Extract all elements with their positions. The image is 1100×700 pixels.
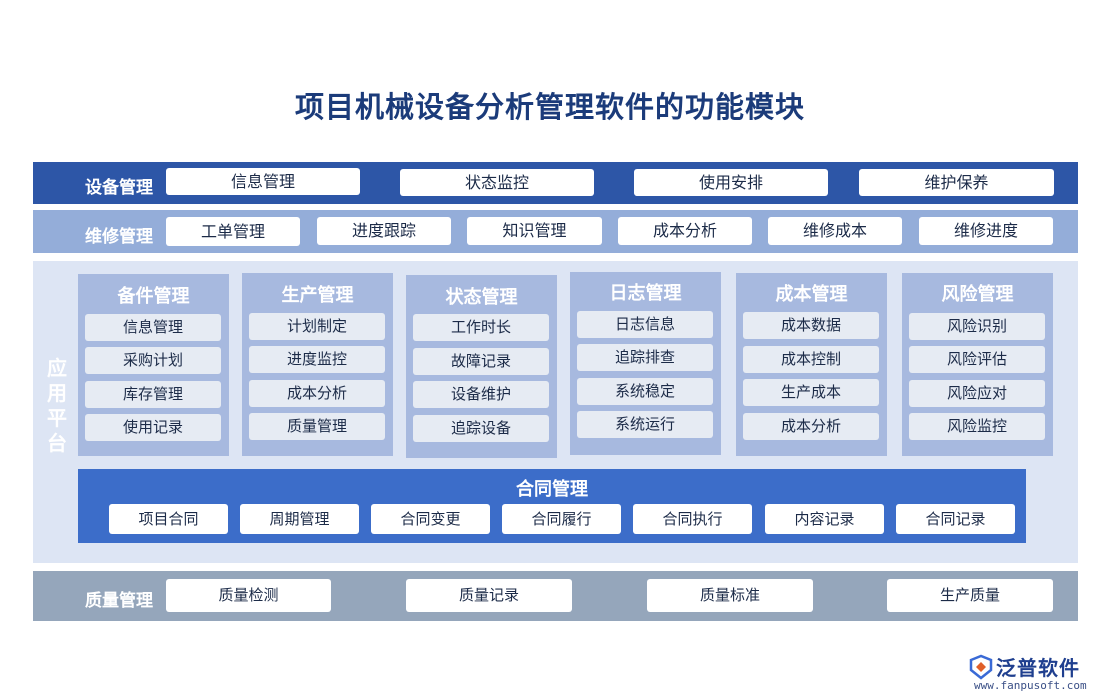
quality-item-1: 质量检测 [166,579,331,612]
app-platform-label-char: 用 [47,381,67,405]
page-title: 项目机械设备分析管理软件的功能模块 [294,90,805,124]
module-title: 备件管理 [117,286,190,307]
contract-item: 内容记录 [765,504,884,534]
brand-logo-icon [969,654,993,680]
maintenance-item-1: 工单管理 [166,217,300,246]
module-item: 故障记录 [413,348,549,375]
module-title: 日志管理 [609,283,682,304]
maintenance-item-4: 成本分析 [618,217,752,245]
module-spare-parts: 备件管理 信息管理 采购计划 库存管理 使用记录 [78,274,229,456]
module-item: 成本数据 [743,312,879,339]
app-platform-label-char: 平 [47,406,67,430]
module-title: 风险管理 [941,284,1014,305]
quality-item-3: 质量标准 [647,579,813,612]
contract-item: 合同履行 [502,504,621,534]
module-item: 风险评估 [909,346,1045,373]
brand-logo-url: www.fanpusoft.com [974,679,1087,692]
module-item: 生产成本 [743,379,879,406]
quality-item-2: 质量记录 [406,579,572,612]
module-item: 追踪设备 [413,415,549,442]
contract-band: 合同管理 项目合同 周期管理 合同变更 合同履行 合同执行 内容记录 合同记录 [78,469,1026,543]
module-title: 成本管理 [775,284,848,305]
module-item: 库存管理 [85,381,221,408]
module-item: 质量管理 [249,413,385,440]
quality-band-label: 质量管理 [85,591,153,611]
brand-logo: 泛普软件 www.fanpusoft.com [968,652,1096,696]
equipment-item-4: 维护保养 [859,169,1054,196]
module-title: 生产管理 [281,285,354,306]
module-item: 采购计划 [85,347,221,374]
module-risk: 风险管理 风险识别 风险评估 风险应对 风险监控 [902,273,1053,456]
maintenance-band: 维修管理 工单管理 进度跟踪 知识管理 成本分析 维修成本 维修进度 [33,210,1078,253]
module-log: 日志管理 日志信息 追踪排查 系统稳定 系统运行 [570,272,721,455]
contract-item: 合同执行 [633,504,752,534]
module-item: 成本控制 [743,346,879,373]
contract-item: 项目合同 [109,504,228,534]
module-item: 风险监控 [909,413,1045,440]
module-title: 状态管理 [445,287,518,308]
module-item: 设备维护 [413,381,549,408]
module-item: 成本分析 [743,413,879,440]
maintenance-item-3: 知识管理 [467,217,602,245]
equipment-band: 设备管理 信息管理 状态监控 使用安排 维护保养 [33,162,1078,204]
module-production: 生产管理 计划制定 进度监控 成本分析 质量管理 [242,273,393,456]
module-status: 状态管理 工作时长 故障记录 设备维护 追踪设备 [406,275,557,458]
contract-item: 周期管理 [240,504,359,534]
equipment-item-3: 使用安排 [634,169,828,196]
app-platform-label: 应 用 平 台 [44,356,70,456]
maintenance-item-5: 维修成本 [768,217,902,245]
equipment-item-2: 状态监控 [400,169,594,196]
module-item: 信息管理 [85,314,221,341]
module-item: 工作时长 [413,314,549,341]
module-item: 风险应对 [909,380,1045,407]
maintenance-item-2: 进度跟踪 [317,217,451,245]
contract-item: 合同变更 [371,504,490,534]
module-item: 系统运行 [577,411,713,438]
brand-logo-name: 泛普软件 [996,656,1080,680]
maintenance-band-label: 维修管理 [85,227,153,247]
module-item: 系统稳定 [577,378,713,405]
equipment-item-1: 信息管理 [166,168,360,195]
module-item: 使用记录 [85,414,221,441]
module-item: 风险识别 [909,313,1045,340]
module-item: 成本分析 [249,380,385,407]
app-platform-label-char: 台 [47,431,67,455]
module-item: 进度监控 [249,346,385,373]
quality-item-4: 生产质量 [887,579,1053,612]
equipment-band-label: 设备管理 [85,178,153,198]
module-item: 日志信息 [577,311,713,338]
quality-band: 质量管理 质量检测 质量记录 质量标准 生产质量 [33,571,1078,621]
contract-item: 合同记录 [896,504,1015,534]
module-item: 计划制定 [249,313,385,340]
contract-title: 合同管理 [516,479,588,500]
module-cost: 成本管理 成本数据 成本控制 生产成本 成本分析 [736,273,887,456]
maintenance-item-6: 维修进度 [919,217,1053,245]
app-platform-label-char: 应 [47,356,67,380]
app-platform-band: 应 用 平 台 备件管理 信息管理 采购计划 库存管理 使用记录 生产管理 计划… [33,261,1078,563]
module-item: 追踪排查 [577,344,713,371]
